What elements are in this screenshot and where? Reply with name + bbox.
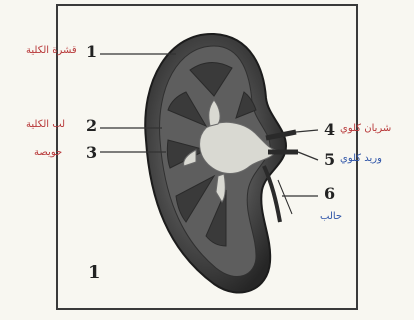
label-number-6: 6 [324,186,335,202]
label-number-3: 3 [86,145,97,161]
label-note-4: ﺷﺮﻳﺎﻥ ﻛﻠﻮﻱ [340,124,391,134]
label-number-4: 4 [324,122,335,138]
label-note-1: ﻗﺸﺮة ﺍﻟﻜﻠﻴﺔ [26,46,77,56]
label-note-6: ﺣﺎﻟﺐ [320,212,342,222]
label-note-2: ﻟﺐ ﺍﻟﻜﻠﻴﺔ [26,120,65,130]
figure-number: 1 [88,262,101,283]
label-note-3: ﺣﻮﻳﺼﺔ [34,148,62,158]
label-note-5: ﻭﺭﻳﺪ ﻛﻠﻮﻱ [340,154,382,164]
label-number-5: 5 [324,152,335,168]
label-number-2: 2 [86,118,97,134]
label-number-1: 1 [86,44,97,60]
